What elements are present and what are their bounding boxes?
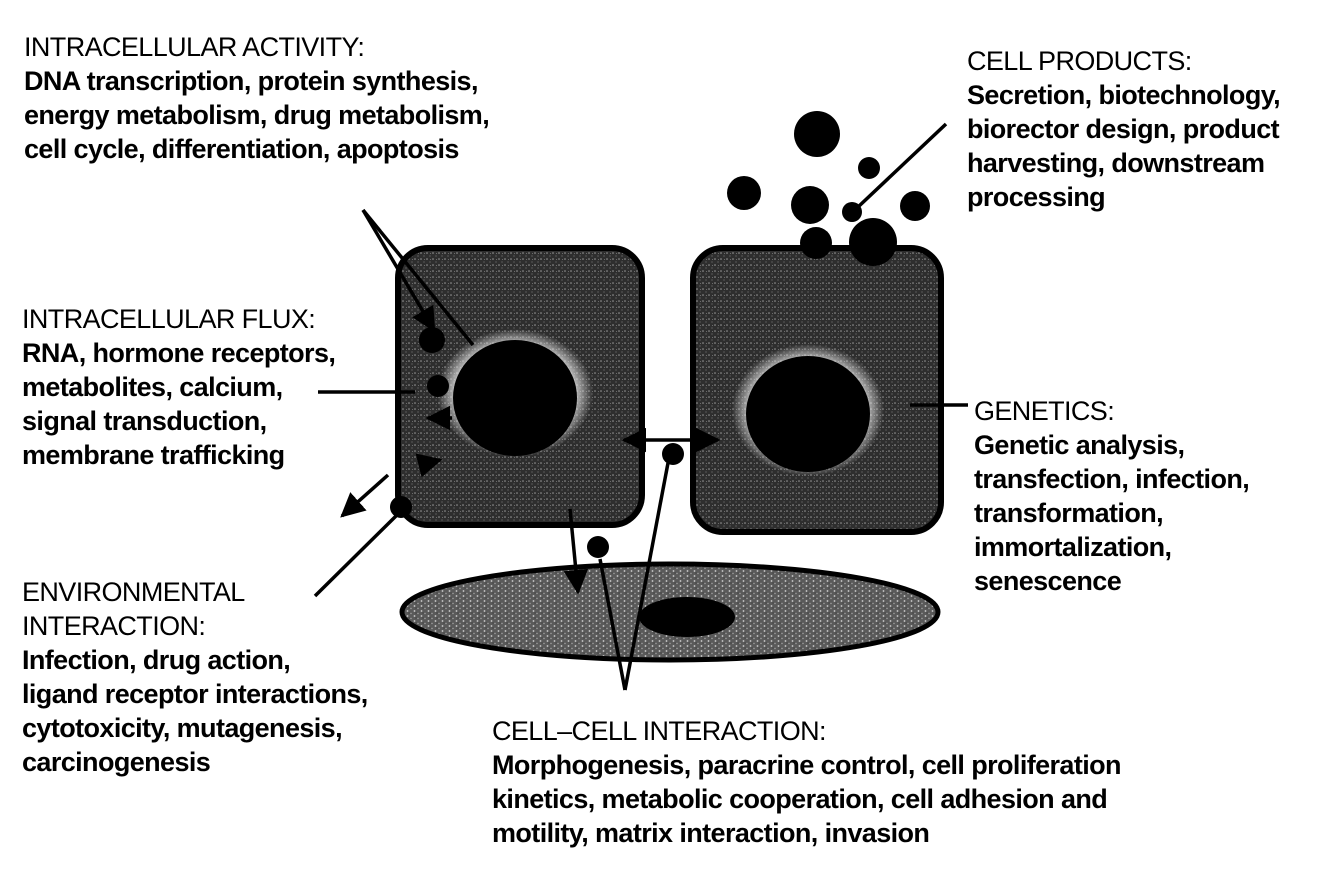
environment-heading: ENVIRONMENTAL	[22, 577, 245, 607]
environment-line: cytotoxicity, mutagenesis,	[22, 713, 343, 743]
genetics-heading: GENETICS:	[974, 396, 1115, 426]
intracellular-flux-label: INTRACELLULAR FLUX: RNA, hormone recepto…	[22, 302, 336, 472]
products-line: Secretion, biotechnology,	[967, 80, 1281, 110]
activity-line: energy metabolism, drug metabolism,	[24, 100, 490, 130]
genetics-line: transfection, infection,	[974, 464, 1250, 494]
connector-lines	[313, 122, 968, 691]
products-heading: CELL PRODUCTS:	[967, 46, 1192, 76]
left-nucleus	[453, 340, 577, 456]
environmental-interaction-label: ENVIRONMENTAL INTERACTION: Infection, dr…	[22, 575, 368, 779]
cellcell-line: motility, matrix interaction, invasion	[492, 818, 930, 848]
genetics-line: senescence	[974, 566, 1122, 596]
cell-cell-interaction-label: CELL–CELL INTERACTION: Morphogenesis, pa…	[492, 714, 1122, 850]
bottom-nucleus	[639, 597, 735, 637]
cellcell-line: kinetics, metabolic cooperation, cell ad…	[492, 784, 1108, 814]
genetics-label: GENETICS: Genetic analysis, transfection…	[974, 394, 1250, 598]
flux-heading: INTRACELLULAR FLUX:	[22, 304, 316, 334]
secreted-products	[727, 111, 930, 266]
environment-heading: INTERACTION:	[22, 611, 206, 641]
genetics-line: transformation,	[974, 498, 1164, 528]
flux-line: signal transduction,	[22, 406, 267, 436]
flux-line: membrane trafficking	[22, 440, 285, 470]
genetics-line: immortalization,	[974, 532, 1172, 562]
products-line: harvesting, downstream	[967, 148, 1265, 178]
products-line: biorector design, product	[967, 114, 1280, 144]
right-nucleus	[746, 356, 870, 472]
flux-line: RNA, hormone receptors,	[22, 338, 336, 368]
environment-line: Infection, drug action,	[22, 645, 291, 675]
genetics-line: Genetic analysis,	[974, 430, 1185, 460]
flux-line: metabolites, calcium,	[22, 372, 283, 402]
environment-line: ligand receptor interactions,	[22, 679, 368, 709]
products-line: processing	[967, 182, 1106, 212]
cell-products-label: CELL PRODUCTS: Secretion, biotechnology,…	[967, 44, 1281, 214]
environment-line: carcinogenesis	[22, 747, 211, 777]
activity-line: cell cycle, differentiation, apoptosis	[24, 134, 459, 164]
activity-heading: INTRACELLULAR ACTIVITY:	[24, 32, 365, 62]
intracellular-activity-label: INTRACELLULAR ACTIVITY: DNA transcriptio…	[24, 30, 490, 166]
activity-line: DNA transcription, protein synthesis,	[24, 66, 478, 96]
cellcell-heading: CELL–CELL INTERACTION:	[492, 716, 827, 746]
cellcell-line: Morphogenesis, paracrine control, cell p…	[492, 750, 1122, 780]
